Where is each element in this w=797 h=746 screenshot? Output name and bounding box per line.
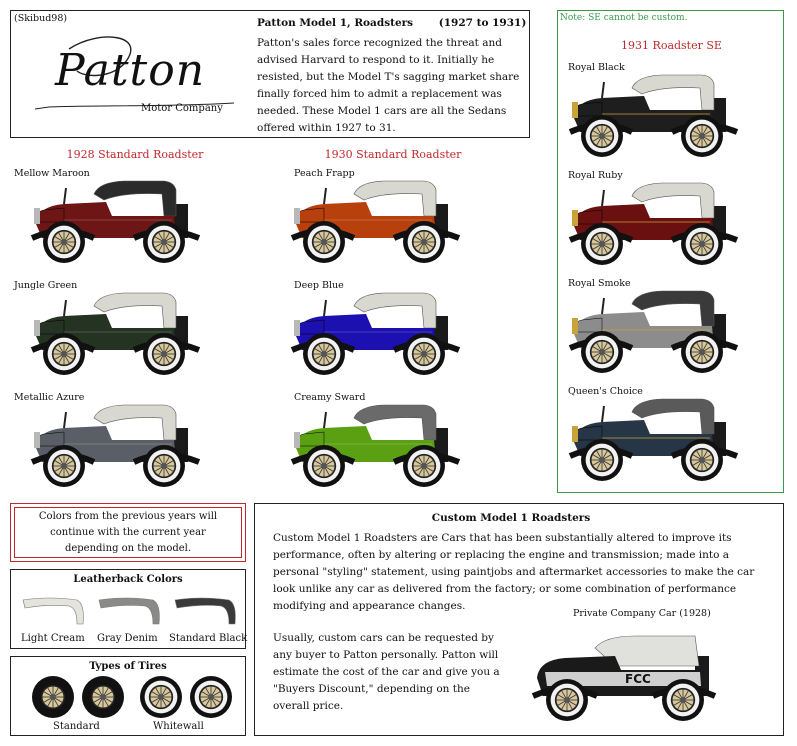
- header-box: (Skibud98) Patton Motor Company Patton M…: [10, 10, 530, 138]
- section-title-1931: 1931 Roadster SE: [621, 39, 722, 52]
- tires-title: Types of Tires: [89, 661, 167, 672]
- car-image: [24, 288, 249, 378]
- se-note: Note: SE cannot be custom.: [560, 13, 688, 23]
- standard-tire-icon: [81, 675, 125, 723]
- car-image: [284, 176, 509, 266]
- whitewall-tire-icon: [139, 675, 183, 723]
- car-label: Royal Ruby: [568, 170, 623, 181]
- car-image: [284, 288, 509, 378]
- leatherback-title: Leatherback Colors: [73, 574, 183, 585]
- tire-label-whitewall: Whitewall: [153, 721, 204, 732]
- header-title: Patton Model 1, Roadsters (1927 to 1931): [257, 17, 526, 29]
- fcc-lettering: FCC: [625, 672, 651, 686]
- car-label: Jungle Green: [14, 280, 78, 291]
- tires-box: Types of Tires Standard Whitewall: [10, 656, 246, 736]
- leather-swatch: [19, 594, 89, 632]
- leather-swatch: [95, 594, 165, 632]
- whitewall-tire-icon: [189, 675, 233, 723]
- car-image: [284, 400, 509, 490]
- header-description: Patton's sales force recognized the thre…: [257, 37, 520, 134]
- tire-label-standard: Standard: [53, 721, 100, 732]
- car-image: [24, 400, 249, 490]
- custom-box: Custom Model 1 Roadsters Custom Model 1 …: [254, 503, 784, 736]
- header-years: (1927 to 1931): [438, 17, 527, 29]
- credit-text: (Skibud98): [14, 13, 68, 24]
- car-label: Metallic Azure: [14, 392, 85, 403]
- car-image: [562, 178, 787, 268]
- custom-title: Custom Model 1 Roadsters: [431, 512, 591, 524]
- leather-swatch: [171, 594, 241, 632]
- car-image: [562, 394, 787, 484]
- leather-label: Light Cream: [21, 633, 85, 644]
- car-label: Creamy Sward: [294, 392, 366, 403]
- standard-tire-icon: [31, 675, 75, 723]
- leather-label: Standard Black: [169, 633, 248, 644]
- leather-label: Gray Denim: [97, 633, 158, 644]
- car-label: Deep Blue: [294, 280, 344, 291]
- logo-word: Patton: [55, 45, 206, 96]
- car-image: [562, 70, 787, 160]
- car-image: [24, 176, 249, 266]
- se-box: Note: SE cannot be custom. 1931 Roadster…: [557, 10, 784, 493]
- car-label: Queen's Choice: [568, 386, 643, 397]
- logo-sub: Motor Company: [141, 103, 223, 114]
- car-label: Peach Frapp: [294, 168, 355, 179]
- private-car-label: Private Company Car (1928): [573, 608, 711, 619]
- custom-para2: Usually, custom cars can be requested by…: [273, 632, 500, 712]
- private-company-car: FCC: [525, 626, 755, 726]
- section-title-1928: 1928 Standard Roadster: [66, 148, 204, 161]
- notice-box: Colors from the previous years will cont…: [10, 503, 246, 562]
- notice-text: Colors from the previous years will cont…: [38, 510, 218, 554]
- car-image: [562, 286, 787, 376]
- header-title-text: Patton Model 1, Roadsters: [257, 17, 414, 29]
- patton-logo: Patton Motor Company: [29, 29, 239, 119]
- leatherback-box: Leatherback Colors Light Cream Gray Deni…: [10, 569, 248, 649]
- car-label: Royal Smoke: [568, 278, 631, 289]
- car-label: Royal Black: [568, 62, 625, 73]
- section-title-1930: 1930 Standard Roadster: [324, 148, 462, 161]
- car-label: Mellow Maroon: [14, 168, 90, 179]
- custom-para1: Custom Model 1 Roadsters are Cars that h…: [273, 532, 755, 612]
